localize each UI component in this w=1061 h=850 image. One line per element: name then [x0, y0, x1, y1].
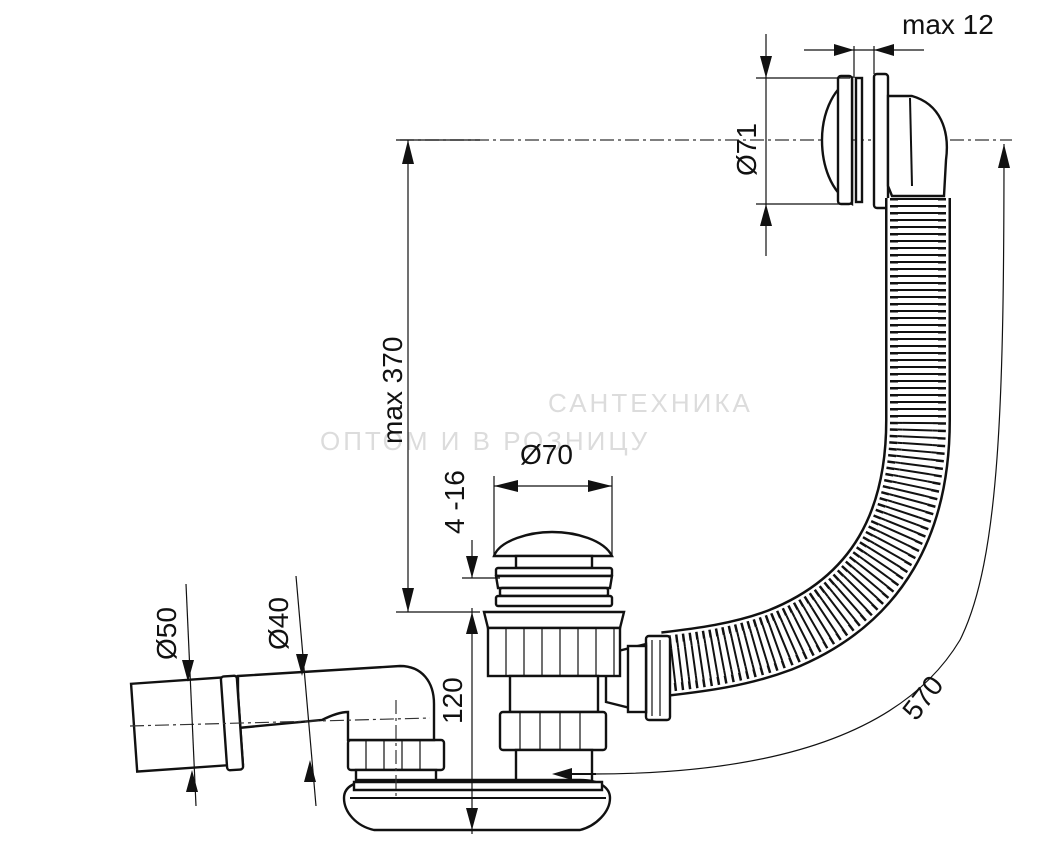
label-max12: max 12: [902, 9, 994, 40]
label-4-16: 4 -16: [439, 470, 470, 534]
label-d70: Ø70: [520, 439, 573, 470]
label-d40: Ø40: [263, 597, 294, 650]
watermark-line2: ОПТОМ И В РОЗНИЦУ: [320, 426, 650, 456]
dim-4-16: 4 -16: [439, 470, 500, 579]
dim-d40: Ø40: [263, 575, 317, 807]
outlet-pipe: [129, 664, 436, 800]
label-120: 120: [437, 677, 468, 724]
label-max370: max 370: [377, 337, 408, 444]
watermark-line1: САНТЕХНИКА: [548, 388, 753, 418]
dim-d71: Ø71: [731, 34, 850, 256]
watermark: САНТЕХНИКА ОПТОМ И В РОЗНИЦУ: [320, 388, 753, 456]
dim-d70: Ø70: [493, 439, 613, 556]
dim-max370: max 370: [377, 139, 480, 613]
overflow-hose: [661, 198, 951, 697]
hose-connector-nut: [604, 634, 672, 722]
dim-max12: max 12: [804, 9, 994, 78]
overflow-head: [400, 72, 1012, 210]
dim-d50: Ø50: [151, 583, 198, 807]
label-d71: Ø71: [731, 123, 762, 176]
dim-120: 120: [437, 608, 500, 834]
label-d50: Ø50: [151, 607, 182, 660]
label-570: 570: [896, 670, 949, 726]
